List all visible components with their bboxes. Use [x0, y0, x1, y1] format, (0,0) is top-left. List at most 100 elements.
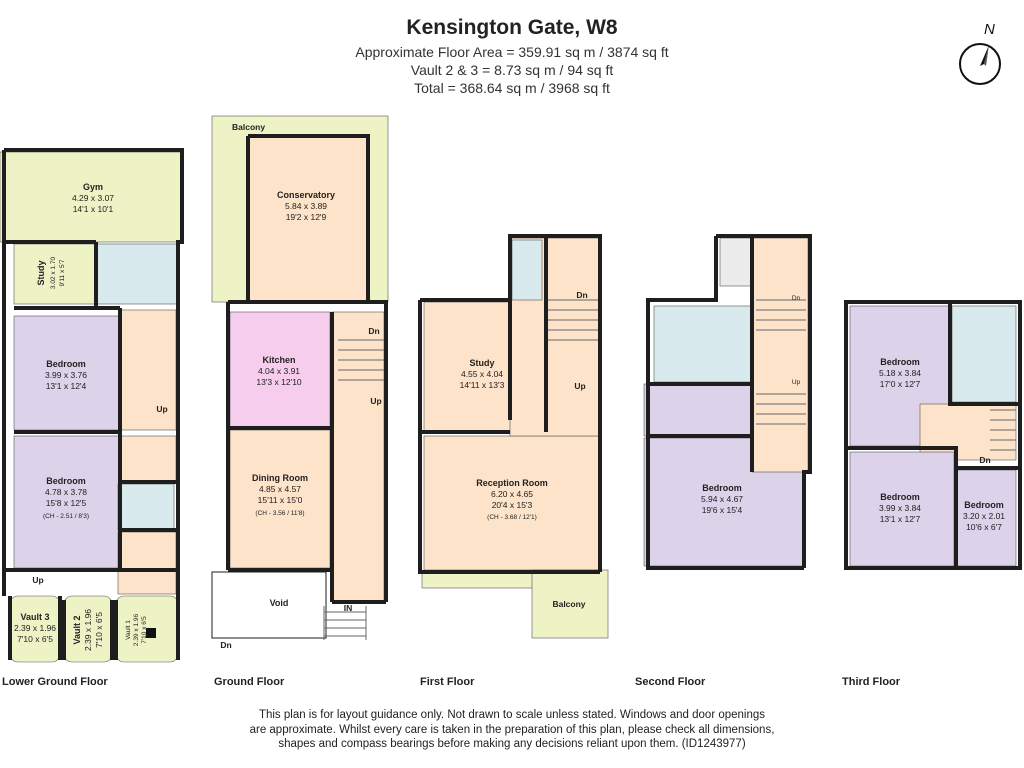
plan-title: Kensington Gate, W8: [406, 16, 618, 39]
third-bedroom3-imperial: 10'6 x 6'7: [966, 522, 1002, 532]
gym-metric: 4.29 x 3.07: [72, 193, 114, 203]
dining-ceiling: (CH - 3.56 / 11'8): [255, 510, 304, 517]
first-dn-label: Dn: [576, 290, 587, 300]
vault-area-line: Vault 2 & 3 = 8.73 sq m / 94 sq ft: [410, 62, 614, 78]
reception-room: [423, 435, 601, 571]
second-store: [719, 237, 753, 287]
first-study-label: Study: [469, 358, 494, 368]
reception-metric: 6.20 x 4.65: [491, 489, 533, 499]
third-bedroom-2: [849, 451, 955, 567]
ground-dn-label-2: Dn: [220, 640, 231, 650]
lg-bedroom-2: [13, 435, 121, 569]
reception-imperial: 20'4 x 15'3: [492, 500, 533, 510]
first-floor-plan: [418, 234, 609, 639]
second-bedroom-imperial: 19'6 x 15'4: [702, 505, 743, 515]
disclaimer-line-1: This plan is for layout guidance only. N…: [258, 709, 766, 721]
ground-up-label: Up: [370, 396, 381, 406]
lg-bedroom1-metric: 3.99 x 3.76: [45, 370, 87, 380]
vault1-metric: 2.39 x 1.96: [133, 614, 140, 647]
conservatory-metric: 5.84 x 3.89: [285, 201, 327, 211]
dining-imperial: 15'11 x 15'0: [258, 495, 303, 505]
total-area-line: Total = 368.64 sq m / 3968 sq ft: [414, 80, 610, 96]
lg-study-metric: 3.02 x 1.70: [50, 257, 57, 290]
third-bedroom2-imperial: 13'1 x 12'7: [880, 514, 921, 524]
disclaimer-line-3: shapes and compass bearings before makin…: [278, 738, 746, 750]
floor-area-line: Approximate Floor Area = 359.91 sq m / 3…: [355, 44, 669, 60]
second-dn-label: Dn: [792, 295, 801, 302]
second-bedroom-metric: 5.94 x 4.67: [701, 494, 743, 504]
third-floor-plan: [844, 300, 1022, 570]
third-landing: [919, 403, 1017, 461]
second-floor-plan: [643, 234, 812, 570]
ground-floor-plan: [211, 115, 389, 640]
compass-icon: N: [959, 21, 1001, 85]
ground-balcony-label: Balcony: [232, 122, 265, 132]
first-study-metric: 4.55 x 4.04: [461, 369, 503, 379]
first-floor-label: First Floor: [420, 676, 475, 688]
reception-label: Reception Room: [476, 478, 548, 488]
compass-letter: N: [984, 21, 995, 38]
third-bedroom1-imperial: 17'0 x 12'7: [880, 379, 921, 389]
gym-imperial: 14'1 x 10'1: [73, 204, 114, 214]
lg-study-label: Study: [36, 260, 46, 285]
floor-plan-drawing: Gym 4.29 x 3.07 14'1 x 10'1 Study 3.02 x…: [0, 115, 1022, 663]
second-bedroom-label: Bedroom: [702, 483, 742, 493]
vault2-label: Vault 2: [72, 615, 82, 644]
dining-label: Dining Room: [252, 473, 308, 483]
third-dn-label: Dn: [979, 455, 990, 465]
lg-bedroom2-metric: 4.78 x 3.78: [45, 487, 87, 497]
lg-study-imperial: 9'11 x 5'7: [59, 259, 66, 286]
ground-hall: [331, 311, 385, 603]
lg-bedroom2-ceiling: (CH - 2.51 / 8'3): [43, 513, 89, 520]
conservatory-label: Conservatory: [277, 190, 335, 200]
dining-room: [229, 429, 331, 569]
disclaimer-line-2: are approximate. Whilst every care is ta…: [249, 723, 775, 736]
third-bedroom2-label: Bedroom: [880, 492, 920, 502]
lower-ground-floor-label: Lower Ground Floor: [2, 676, 108, 688]
third-bedroom3-metric: 3.20 x 2.01: [963, 511, 1005, 521]
lg-bedroom1-label: Bedroom: [46, 359, 86, 369]
vault1-label: Vault 1: [125, 620, 132, 640]
first-study-imperial: 14'11 x 13'3: [460, 380, 505, 390]
vault1-imperial: 7'10 x 6'5: [141, 616, 148, 644]
lg-shower: [117, 483, 175, 531]
lg-bathroom: [95, 243, 179, 305]
second-up-label: Up: [792, 379, 801, 386]
lg-up-label-2: Up: [32, 575, 43, 585]
kitchen-room: [229, 311, 331, 429]
third-bedroom-3: [955, 469, 1017, 567]
gym-label: Gym: [83, 182, 103, 192]
lg-corridor: [119, 435, 177, 483]
vault2-metric: 2.39 x 1.96: [83, 609, 93, 651]
first-wc: [511, 239, 543, 301]
third-bathroom: [951, 305, 1017, 403]
second-bathroom: [653, 305, 753, 383]
lg-bedroom2-imperial: 15'8 x 12'5: [46, 498, 87, 508]
lg-up-label-1: Up: [156, 404, 167, 414]
third-floor-label: Third Floor: [842, 676, 901, 688]
third-bedroom1-metric: 5.18 x 3.84: [879, 368, 921, 378]
lower-ground-floor-plan: [0, 148, 184, 663]
third-bedroom3-label: Bedroom: [964, 500, 1004, 510]
lg-lobby: [117, 531, 177, 595]
dining-metric: 4.85 x 4.57: [259, 484, 301, 494]
reception-ceiling: (CH - 3.68 / 12'1): [487, 514, 537, 521]
vault2-imperial: 7'10 x 6'5: [94, 612, 104, 648]
third-bedroom1-label: Bedroom: [880, 357, 920, 367]
second-dressing: [643, 383, 753, 437]
disclaimer-text: This plan is for layout guidance only. N…: [150, 708, 874, 752]
second-stair: [751, 237, 809, 473]
vault3-label: Vault 3: [20, 612, 49, 622]
lg-bedroom2-label: Bedroom: [46, 476, 86, 486]
conservatory-imperial: 19'2 x 12'9: [286, 212, 327, 222]
vault3-imperial: 7'10 x 6'5: [17, 634, 53, 644]
conservatory-room: [247, 135, 369, 303]
kitchen-label: Kitchen: [262, 355, 295, 365]
third-bedroom2-metric: 3.99 x 3.84: [879, 503, 921, 513]
first-up-label: Up: [574, 381, 585, 391]
first-balcony-label: Balcony: [552, 599, 585, 609]
ground-floor-label: Ground Floor: [214, 676, 285, 688]
kitchen-metric: 4.04 x 3.91: [258, 366, 300, 376]
ground-dn-label: Dn: [368, 326, 379, 336]
void-area: [211, 571, 327, 639]
